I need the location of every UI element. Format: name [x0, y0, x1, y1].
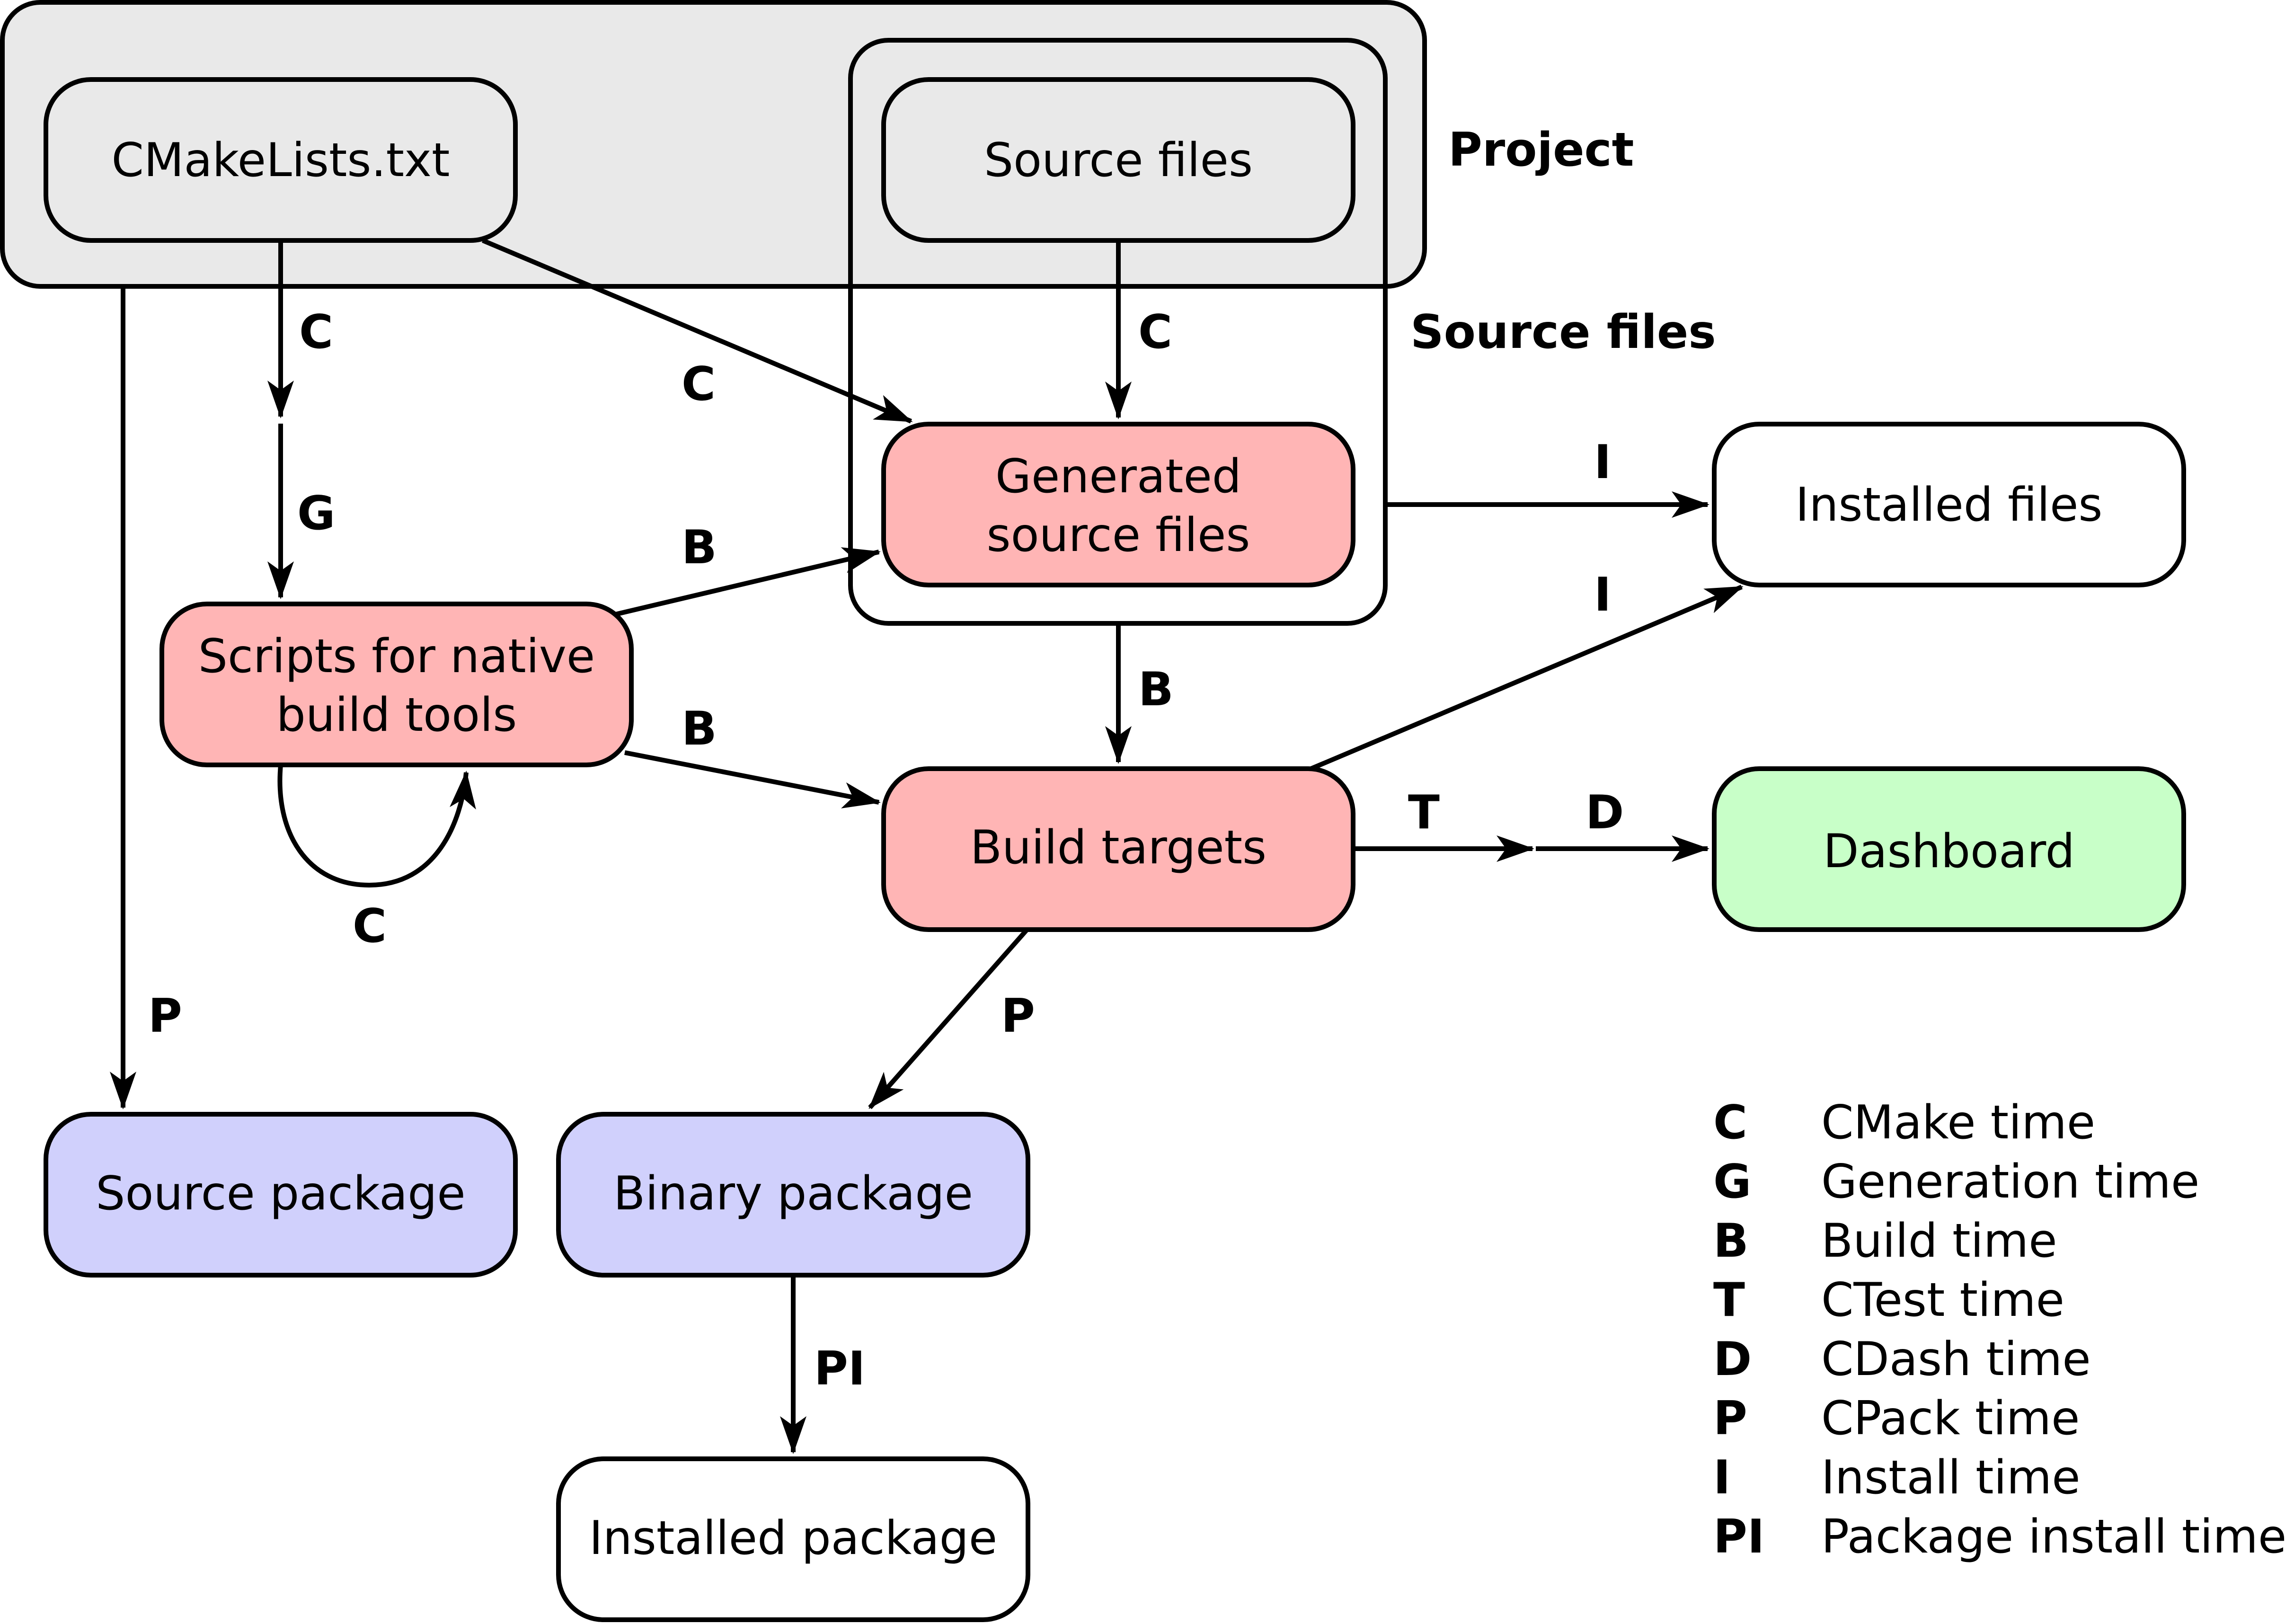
- node-installed-files: Installed files: [1712, 422, 2186, 587]
- legend-label: CPack time: [1821, 1392, 2080, 1446]
- legend-label: Generation time: [1821, 1155, 2199, 1209]
- source-files-group-label: Source files: [1410, 305, 1716, 359]
- svg-text:source files: source files: [987, 508, 1250, 562]
- legend-label: CDash time: [1821, 1332, 2091, 1386]
- edge-build-targets-to-binary-package: [868, 928, 1029, 1109]
- node-dashboard: Dashboard: [1712, 766, 2186, 932]
- legend-key: B: [1713, 1214, 1749, 1268]
- edge-build-targets-to-installed-files: [1310, 585, 1744, 771]
- edge-label-generated-build-targets: B: [1138, 663, 1174, 717]
- svg-text:Dashboard: Dashboard: [1823, 825, 2075, 879]
- legend-key: I: [1713, 1451, 1730, 1505]
- legend-label: Package install time: [1821, 1510, 2286, 1564]
- node-generated-source-files: Generated source files: [881, 422, 1355, 587]
- edge-label-scripts-build-targets: B: [682, 702, 717, 756]
- legend-key: PI: [1713, 1510, 1764, 1564]
- svg-text:Generated: Generated: [995, 450, 1241, 504]
- edge-label-cmakelists-source-package: P: [148, 989, 182, 1043]
- legend-key: C: [1713, 1096, 1747, 1150]
- edge-label-source-generated: C: [1138, 305, 1172, 359]
- node-binary-package: Binary package: [556, 1112, 1030, 1278]
- svg-text:Source files: Source files: [984, 133, 1253, 187]
- svg-text:Build targets: Build targets: [970, 821, 1267, 875]
- edge-label-build-targets-dashboard-t: T: [1408, 786, 1440, 840]
- svg-text:build tools: build tools: [276, 688, 517, 742]
- edge-label-cmakelists-scripts-g: G: [297, 487, 335, 541]
- legend-label: CTest time: [1821, 1273, 2064, 1327]
- edge-cmakelists-to-generated: [482, 238, 913, 424]
- edge-label-build-targets-installed-files: I: [1594, 568, 1611, 622]
- node-source-files: Source files: [881, 77, 1355, 243]
- legend-key: D: [1713, 1332, 1752, 1386]
- edge-label-scripts-loop: C: [353, 899, 387, 953]
- svg-text:Source package: Source package: [96, 1167, 465, 1221]
- node-source-package: Source package: [44, 1112, 518, 1278]
- legend-label: CMake time: [1821, 1096, 2095, 1150]
- svg-text:Installed files: Installed files: [1796, 478, 2103, 532]
- edge-label-build-targets-binary-package: P: [1001, 989, 1035, 1043]
- edge-label-binary-installed-package: PI: [814, 1342, 865, 1396]
- node-cmakelists: CMakeLists.txt: [44, 77, 518, 243]
- edge-scripts-to-build-targets: [624, 750, 881, 808]
- legend-label: Install time: [1821, 1451, 2081, 1505]
- legend-label: Build time: [1821, 1214, 2057, 1268]
- node-installed-package: Installed package: [556, 1456, 1030, 1622]
- project-group-label: Project: [1448, 123, 1634, 177]
- legend-key: P: [1713, 1392, 1747, 1446]
- edge-scripts-to-generated: [614, 547, 881, 617]
- edge-scripts-loop: [277, 764, 476, 888]
- svg-text:Scripts for native: Scripts for native: [198, 630, 595, 683]
- legend-key: G: [1713, 1155, 1751, 1209]
- legend-key: T: [1713, 1273, 1745, 1327]
- node-scripts-native-build-tools: Scripts for native build tools: [159, 602, 634, 767]
- edge-label-cmakelists-generated: C: [682, 357, 716, 411]
- svg-text:Installed package: Installed package: [589, 1511, 997, 1565]
- edge-label-build-targets-dashboard-d: D: [1585, 786, 1624, 840]
- edge-label-scripts-generated: B: [682, 521, 717, 575]
- edge-label-generated-installed-files: I: [1594, 435, 1611, 489]
- edge-label-cmakelists-scripts-c: C: [299, 305, 333, 359]
- legend: C CMake time G Generation time B Build t…: [1713, 1096, 2286, 1564]
- svg-text:Binary package: Binary package: [613, 1167, 973, 1221]
- node-build-targets: Build targets: [881, 766, 1355, 932]
- svg-text:CMakeLists.txt: CMakeLists.txt: [112, 133, 450, 187]
